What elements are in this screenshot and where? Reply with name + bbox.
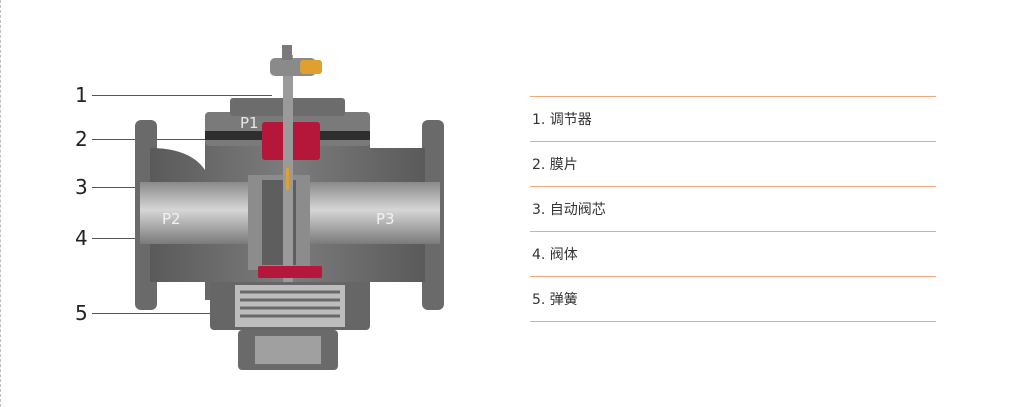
stem-indicator (286, 168, 289, 190)
legend-item-valve-body: 4. 阀体 (530, 232, 936, 277)
valve-cross-section-diagram: P1 P2 P3 (135, 45, 444, 370)
callout-number-5: 5 (75, 301, 88, 325)
spring-coils (240, 290, 340, 318)
legend-item-regulator: 1. 调节器 (530, 97, 936, 142)
callout-number-2: 2 (75, 127, 88, 151)
callout-line-5 (92, 313, 252, 314)
callout-number-1: 1 (75, 83, 88, 107)
callout-number-3: 3 (75, 175, 88, 199)
valve-seat (258, 266, 322, 278)
legend-item-label: 3. 自动阀芯 (532, 202, 606, 218)
callout-line-2 (92, 139, 268, 140)
callout-line-1 (92, 95, 272, 96)
regulator-cap (282, 45, 292, 60)
regulator-accent (300, 60, 322, 74)
legend-item-diaphragm: 2. 膜片 (530, 142, 936, 187)
legend-item-valve-core: 3. 自动阀芯 (530, 187, 936, 232)
chamber-label-p3: P3 (376, 210, 395, 228)
legend-item-label: 2. 膜片 (532, 157, 578, 173)
chamber-label-p1: P1 (240, 114, 259, 132)
legend-item-label: 4. 阀体 (532, 247, 578, 263)
page-left-border (0, 0, 1, 407)
bottom-cap-thread (255, 336, 321, 364)
legend-item-spring: 5. 弹簧 (530, 277, 936, 322)
legend-item-label: 1. 调节器 (532, 112, 592, 128)
chamber-label-p2: P2 (162, 210, 181, 228)
parts-legend: 1. 调节器 2. 膜片 3. 自动阀芯 4. 阀体 5. 弹簧 (530, 96, 936, 322)
legend-item-label: 5. 弹簧 (532, 292, 578, 308)
callout-number-4: 4 (75, 226, 88, 250)
